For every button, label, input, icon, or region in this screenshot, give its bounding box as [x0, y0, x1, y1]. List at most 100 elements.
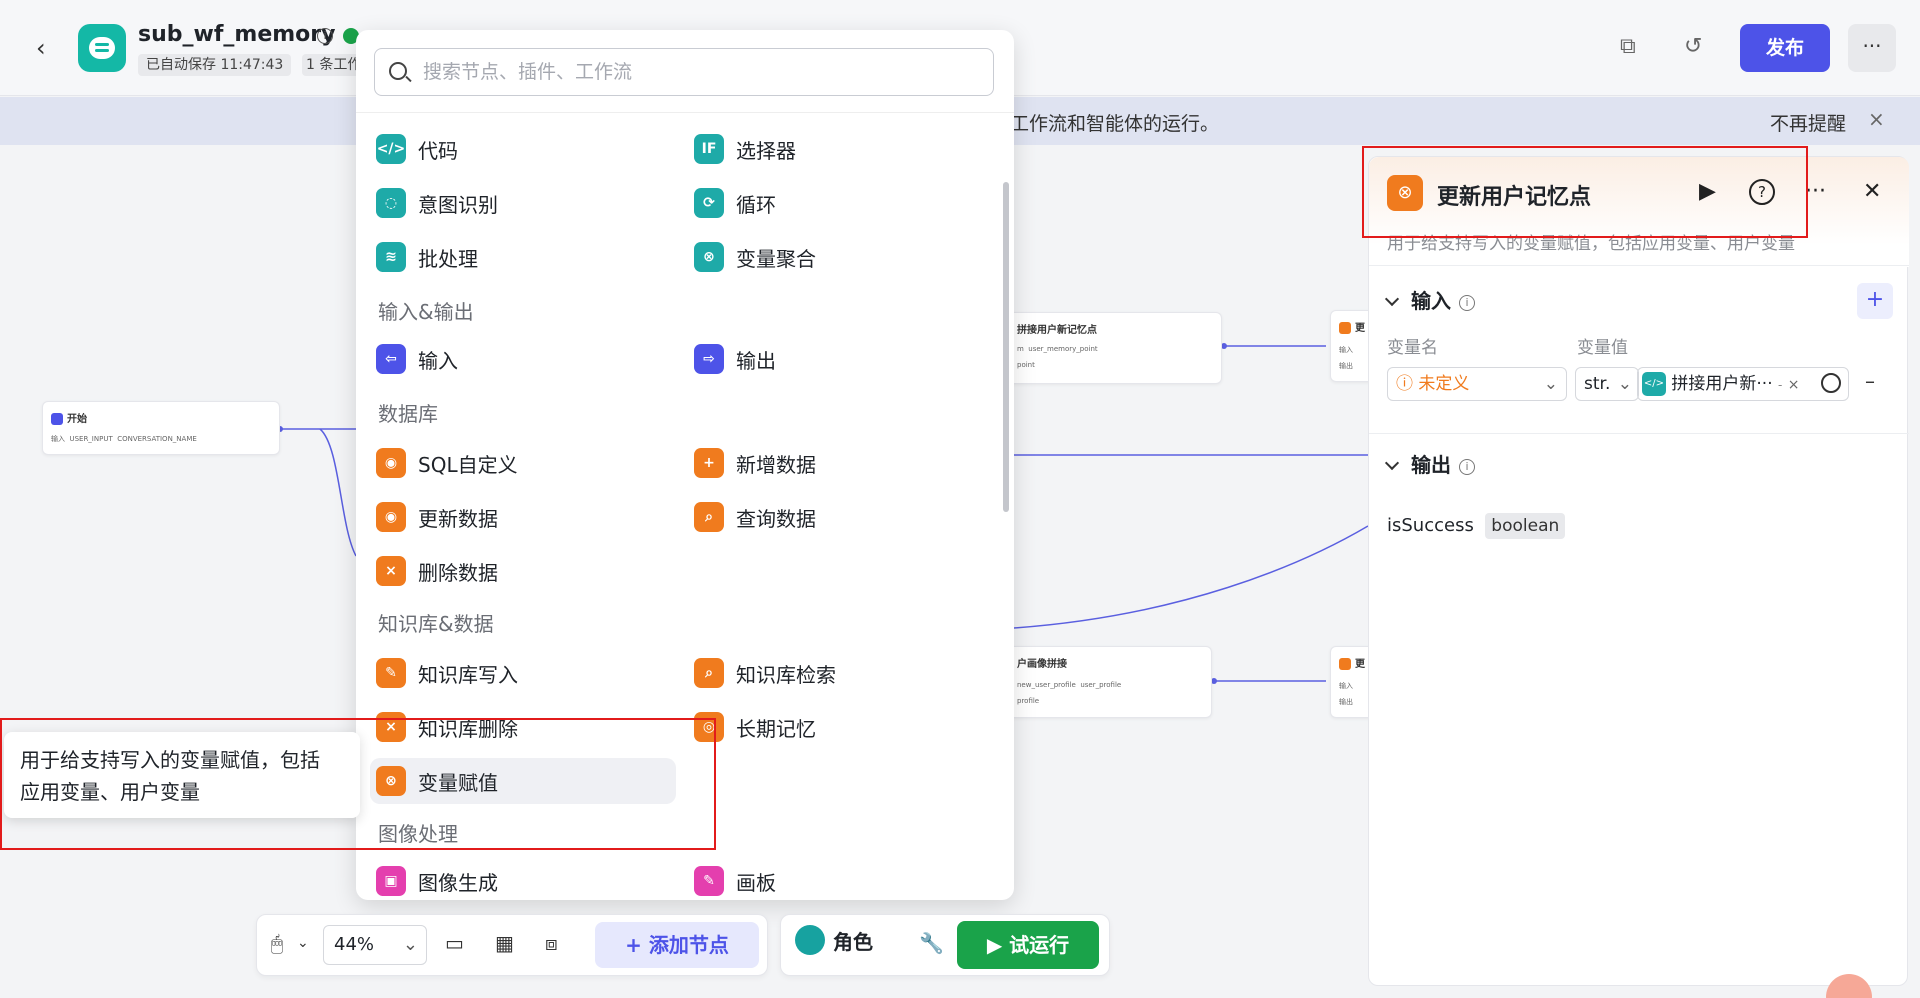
node-item-loop[interactable]: ⟳ 循环: [688, 180, 988, 226]
update-node-2-output: 输出: [1339, 698, 1353, 706]
node-item-kb-delete[interactable]: ×知识库删除: [370, 704, 670, 750]
chevron-down-icon: ⌄: [1543, 374, 1558, 394]
output-var-type: boolean: [1485, 513, 1566, 539]
node-item-label: 输入: [418, 348, 458, 373]
dont-remind-link[interactable]: 不再提醒: [1770, 113, 1847, 135]
node-item-label: 批处理: [418, 246, 478, 271]
section-database: 数据库: [378, 402, 438, 426]
node-search-box[interactable]: [374, 48, 994, 96]
add-node-button[interactable]: + 添加节点: [595, 922, 759, 968]
start-node[interactable]: 开始 输入 USER_INPUT CONVERSATION_NAME: [42, 401, 280, 455]
node-item-variable-merge[interactable]: ⊗变量聚合: [688, 234, 988, 280]
chevron-down-icon[interactable]: ⌄: [297, 935, 309, 951]
node-item-output[interactable]: ⇨ 输出: [688, 336, 988, 382]
variable-assign-icon: ⊗: [1387, 175, 1423, 211]
node-item-kb-write[interactable]: ✎知识库写入: [370, 650, 670, 696]
node-item-update-data[interactable]: ◉更新数据: [370, 494, 670, 540]
remove-variable-button[interactable]: –: [1865, 369, 1875, 393]
section-knowledge: 知识库&数据: [378, 612, 494, 636]
node-item-label: 意图识别: [418, 192, 498, 217]
var-ref-select[interactable]: </> 拼接用户新··· - ×: [1637, 367, 1849, 401]
close-icon[interactable]: ✕: [1863, 179, 1882, 204]
back-button[interactable]: ‹: [36, 34, 46, 62]
node-item-sql[interactable]: ◉SQL自定义: [370, 440, 670, 486]
help-icon[interactable]: ?: [1749, 179, 1775, 205]
node-item-query-data[interactable]: ⌕查询数据: [688, 494, 988, 540]
tooltip-line-2: 应用变量、用户变量: [20, 780, 200, 804]
profile-in-value: user_profile: [1080, 681, 1122, 689]
workflow-title: sub_wf_memory: [138, 22, 336, 47]
issue-badge[interactable]: 1 条工作: [302, 54, 362, 76]
profile-in-label: new_user_profile: [1017, 681, 1076, 689]
layout-grid-icon[interactable]: ▦: [495, 931, 514, 955]
node-item-label: 变量赋值: [418, 770, 498, 795]
node-search-input[interactable]: [423, 59, 983, 85]
test-run-button[interactable]: ▶ 试运行: [957, 921, 1099, 969]
param-user-input: USER_INPUT: [69, 435, 113, 443]
var-ref-suffix: -: [1778, 378, 1783, 392]
publish-button[interactable]: 发布: [1740, 24, 1830, 72]
node-item-intent[interactable]: ◌意图识别: [370, 180, 670, 226]
var-type-select[interactable]: str.⌄: [1575, 367, 1639, 401]
concat-node-title: 拼接用户新记忆点: [1017, 325, 1097, 336]
var-name-select[interactable]: ⓘ 未定义⌄: [1387, 367, 1567, 401]
node-item-batch[interactable]: ≋批处理: [370, 234, 670, 280]
target-icon[interactable]: [1821, 373, 1841, 393]
if-icon: IF: [694, 134, 724, 164]
node-item-kb-search[interactable]: ⌕知识库检索: [688, 650, 988, 696]
node-item-delete-data[interactable]: ×删除数据: [370, 548, 670, 594]
node-settings-panel: ⊗ 更新用户记忆点 ▶ ? ··· ✕ 用于给支持写入的变量赋值，包括应用变量、…: [1368, 156, 1909, 986]
history-icon[interactable]: ↺: [1684, 34, 1703, 59]
node-item-image-gen[interactable]: ▣图像生成: [370, 858, 670, 904]
output-section-header[interactable]: 输出 i: [1384, 449, 1475, 478]
node-item-label: 循环: [736, 192, 776, 217]
info-icon[interactable]: i: [1459, 294, 1475, 311]
node-item-label: 删除数据: [418, 560, 498, 585]
clear-icon[interactable]: ×: [1787, 377, 1800, 393]
node-item-label: 选择器: [736, 138, 796, 163]
info-icon[interactable]: i: [1459, 458, 1475, 475]
variable-assign-icon: ⊗: [376, 766, 406, 796]
assign-icon: [1339, 322, 1351, 334]
copy-icon[interactable]: ⧉: [1620, 34, 1636, 59]
output-section-label: 输出: [1411, 453, 1451, 477]
app-logo-icon: [78, 24, 126, 72]
update-node-1-output: 输出: [1339, 362, 1353, 370]
zoom-select[interactable]: 44%⌄: [323, 925, 427, 965]
node-item-label: 输出: [736, 348, 776, 373]
node-item-label: 知识库删除: [418, 716, 518, 741]
update-node-2-input: 输入: [1339, 682, 1353, 690]
node-item-long-memory[interactable]: ◎长期记忆: [688, 704, 988, 750]
update-node-1-title: 更: [1355, 323, 1365, 334]
output-icon: ⇨: [694, 344, 724, 374]
settings-title[interactable]: 更新用户记忆点: [1437, 185, 1592, 210]
comment-icon[interactable]: ▭: [445, 931, 464, 955]
panel-scrollbar[interactable]: [1003, 182, 1009, 512]
minimap-icon[interactable]: ⧈: [545, 931, 558, 955]
add-variable-button[interactable]: +: [1857, 283, 1893, 319]
mouse-icon[interactable]: 🖱: [271, 931, 283, 955]
info-icon[interactable]: i: [317, 28, 333, 44]
more-icon[interactable]: ···: [1805, 179, 1826, 204]
loop-icon: ⟳: [694, 188, 724, 218]
warning-icon: ⓘ: [1396, 374, 1413, 394]
section-io: 输入&输出: [378, 300, 474, 324]
profile-concat-node[interactable]: 户画像拼接 new_user_profile user_profile prof…: [1000, 646, 1212, 718]
database-icon: ◉: [376, 448, 406, 478]
node-item-selector[interactable]: IF 选择器: [688, 126, 988, 172]
node-item-input[interactable]: ⇦ 输入: [370, 336, 670, 382]
node-item-label: 查询数据: [736, 506, 816, 531]
role-button[interactable]: 角色: [795, 925, 873, 955]
node-item-code[interactable]: </>代码: [370, 126, 670, 172]
input-icon: ⇦: [376, 344, 406, 374]
node-item-canvas[interactable]: ✎画板: [688, 858, 988, 904]
more-menu-button[interactable]: ···: [1848, 24, 1896, 72]
node-item-insert-data[interactable]: +新增数据: [688, 440, 988, 486]
wrench-icon[interactable]: 🔧: [919, 931, 944, 955]
concat-memory-node[interactable]: 拼接用户新记忆点 m user_memory_point point: [1000, 312, 1222, 384]
close-icon[interactable]: ×: [1868, 107, 1885, 131]
play-icon[interactable]: ▶: [1699, 179, 1716, 204]
inputs-label: 输入: [51, 435, 65, 443]
node-item-variable-assign[interactable]: ⊗ 变量赋值: [370, 758, 676, 804]
